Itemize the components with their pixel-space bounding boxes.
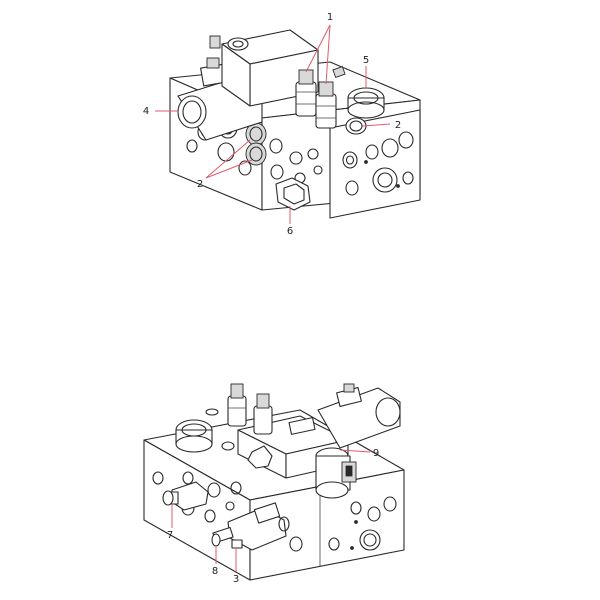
callout-3: 3	[233, 574, 239, 585]
coil-9	[315, 447, 357, 499]
top-front-face-ports	[269, 131, 414, 196]
bottom-solenoid	[317, 383, 401, 449]
bottom-callouts: 3 7 8 9	[167, 448, 379, 585]
bottom-front-face-ports	[289, 496, 397, 552]
top-callouts: 1 2 2 4 5 6	[143, 12, 401, 237]
bottom-leader-lines	[171, 449, 371, 572]
callout-1: 1	[327, 12, 333, 23]
plug-pair-left	[245, 122, 267, 166]
plug-right	[345, 117, 367, 135]
top-block-right-section	[329, 109, 421, 219]
bottom-cap	[175, 408, 219, 453]
fitting-7	[162, 481, 209, 511]
callout-9: 9	[373, 448, 379, 459]
callout-4: 4	[143, 106, 149, 117]
callout-2-left: 2	[197, 179, 203, 190]
top-manifold-block	[209, 29, 319, 107]
callout-7: 7	[167, 530, 173, 541]
bottom-cartridges	[221, 383, 273, 451]
callout-8: 8	[212, 566, 218, 577]
top-valve-block	[169, 29, 421, 219]
callout-6: 6	[287, 226, 293, 237]
cap-5	[347, 87, 385, 119]
callout-2-right: 2	[395, 120, 401, 131]
cartridge-valves-1	[295, 65, 346, 129]
top-leader-lines	[155, 24, 391, 224]
bottom-valve-block	[143, 383, 405, 581]
callout-5: 5	[363, 55, 369, 66]
hex-plug-6	[275, 177, 311, 211]
